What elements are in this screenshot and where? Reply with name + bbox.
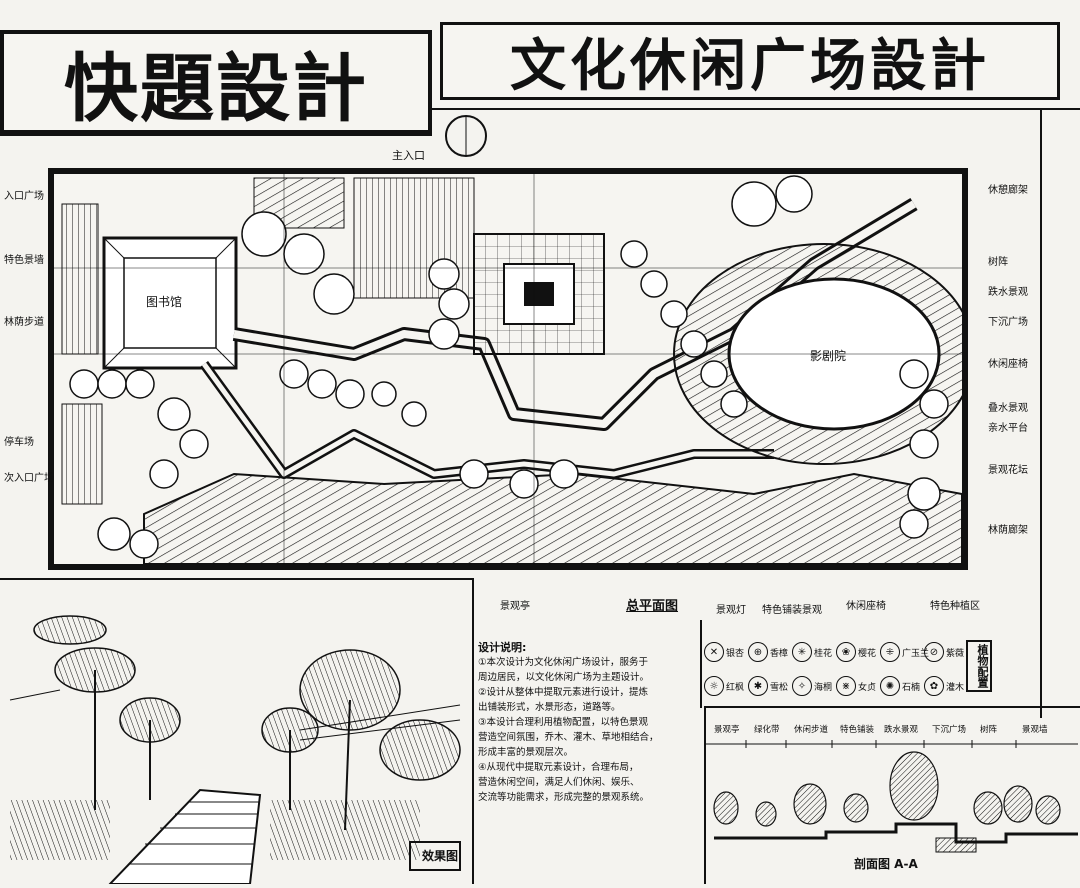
compass-icon (445, 115, 487, 157)
bottom-label-1: 景观亭 (500, 601, 530, 612)
tree-symbol-icon: ❀ (836, 642, 856, 662)
header-rule (432, 108, 1080, 110)
tree-symbol-icon: ⊘ (924, 642, 944, 662)
legend-item: 樱花 (858, 648, 877, 659)
legend-item: 香樟 (770, 648, 789, 659)
right-label-7: 亲水平台 (988, 423, 1028, 434)
title-sub-box: 文化休闲广场設計 (440, 22, 1060, 100)
left-label-1: 入口广场 (4, 191, 44, 202)
section-title: 剖面图 A-A (854, 857, 918, 871)
left-label-2: 特色景墙 (4, 255, 44, 266)
cinema-label: 影剧院 (810, 349, 847, 363)
tree-symbol-icon: ⊕ (748, 642, 768, 662)
notes-line: ③本设计合理利用植物配置，以特色景观 (478, 717, 649, 728)
legend-item: 紫薇 (946, 648, 965, 659)
section-label-2: 绿化带 (754, 725, 780, 735)
left-label-5: 次入口广场 (4, 473, 54, 484)
plant-legend: ✕银杏 ⊕香樟 ✳桂花 ❀樱花 ⁜广玉兰 ⊘紫薇 ☼红枫 ✱雪松 ✧海桐 ⋇女贞… (704, 640, 964, 706)
legend-item: 桂花 (814, 648, 833, 659)
notes-line: ①本次设计为文化休闲广场设计，服务于 (478, 657, 649, 668)
bottom-label-2: 景观灯 (716, 605, 746, 616)
tree-symbol-icon: ⋇ (836, 676, 856, 696)
notes-line: ④从现代中提取元素设计，合理布局， (478, 762, 639, 773)
right-label-1: 休憩廊架 (988, 185, 1028, 196)
section-drawing (706, 740, 1078, 853)
right-label-4: 下沉广场 (988, 317, 1028, 328)
tree-symbol-icon: ✱ (748, 676, 768, 696)
plan-drawing (54, 174, 962, 564)
legend-item: 石楠 (902, 682, 921, 693)
notes-line: 营造空间氛围，乔木、灌木、草地相结合， (478, 732, 659, 743)
legend-item: 红枫 (726, 682, 745, 693)
section-frame: 景观亭 绿化带 休闲步道 特色铺装 跌水景观 下沉广场 树阵 景观墙 剖面图 A… (704, 706, 1080, 884)
notes-line: 形成丰富的景观层次。 (478, 747, 574, 758)
legend-item: 灌木 (946, 682, 965, 693)
legend-item: 海桐 (814, 682, 833, 693)
notes-line: 交流等功能需求，形成完整的景观系统。 (478, 792, 650, 803)
section-label-1: 景观亭 (714, 725, 740, 735)
title-main-box: 快題設計 (0, 30, 432, 134)
section-label-6: 下沉广场 (932, 725, 967, 735)
notes-line: 营造休闲空间，满足人们休闲、娱乐、 (478, 777, 640, 788)
section-label-7: 树阵 (980, 725, 998, 735)
header-underline (0, 134, 432, 136)
notes-heading: 设计说明: (478, 641, 527, 654)
left-label-4: 停车场 (4, 437, 34, 448)
tree-symbol-icon: ✳ (792, 642, 812, 662)
tree-symbol-icon: ✺ (880, 676, 900, 696)
tree-symbol-icon: ✧ (792, 676, 812, 696)
right-label-9: 林荫廊架 (988, 525, 1028, 536)
left-label-3: 林荫步道 (4, 317, 44, 328)
perspective-label: 效果图 (422, 849, 459, 863)
right-label-2: 树阵 (988, 257, 1008, 268)
tree-symbol-icon: ✕ (704, 642, 724, 662)
right-label-6: 叠水景观 (988, 403, 1028, 414)
perspective-frame: 效果图 (0, 578, 474, 885)
notes-divider (700, 620, 702, 708)
right-label-8: 景观花坛 (988, 465, 1028, 476)
legend-title: 植物配置 (966, 640, 992, 692)
tree-symbol-icon: ✿ (924, 676, 944, 696)
title-main: 快題設計 (64, 45, 368, 132)
tree-symbol-icon: ☼ (704, 676, 724, 696)
bottom-label-5: 特色种植区 (930, 601, 980, 612)
bottom-label-3: 特色铺装景观 (762, 605, 822, 616)
title-sub: 文化休闲广场設計 (510, 33, 990, 99)
legend-item: 女贞 (858, 682, 877, 693)
legend-item: 银杏 (726, 648, 745, 659)
section-label-3: 休闲步道 (794, 725, 829, 735)
legend-item: 广玉兰 (902, 648, 930, 659)
right-label-5: 休闲座椅 (988, 359, 1028, 370)
right-label-3: 跌水景观 (988, 287, 1028, 298)
section-label-8: 景观墙 (1022, 725, 1048, 735)
entry-label: 主入口 (392, 149, 425, 162)
bottom-label-4: 休闲座椅 (846, 601, 886, 612)
notes-line: ②设计从整体中提取元素进行设计，提炼 (478, 687, 649, 698)
master-plan: 图书馆 影剧院 (48, 168, 968, 570)
section-label-4: 特色铺装 (840, 725, 875, 735)
plan-title: 总平面图 (626, 599, 679, 614)
tree-symbol-icon: ⁜ (880, 642, 900, 662)
section-label-5: 跌水景观 (884, 725, 919, 735)
notes-line: 出铺装形式，水景形态，道路等。 (478, 702, 621, 713)
notes-line: 周边居民，以文化休闲广场为主题设计。 (478, 672, 650, 683)
library-label: 图书馆 (146, 295, 183, 309)
right-rule (1040, 108, 1042, 718)
perspective-drawing (9, 615, 461, 885)
design-notes: 设计说明: ①本次设计为文化休闲广场设计，服务于 周边居民，以文化休闲广场为主题… (478, 640, 700, 805)
legend-item: 雪松 (770, 682, 789, 693)
